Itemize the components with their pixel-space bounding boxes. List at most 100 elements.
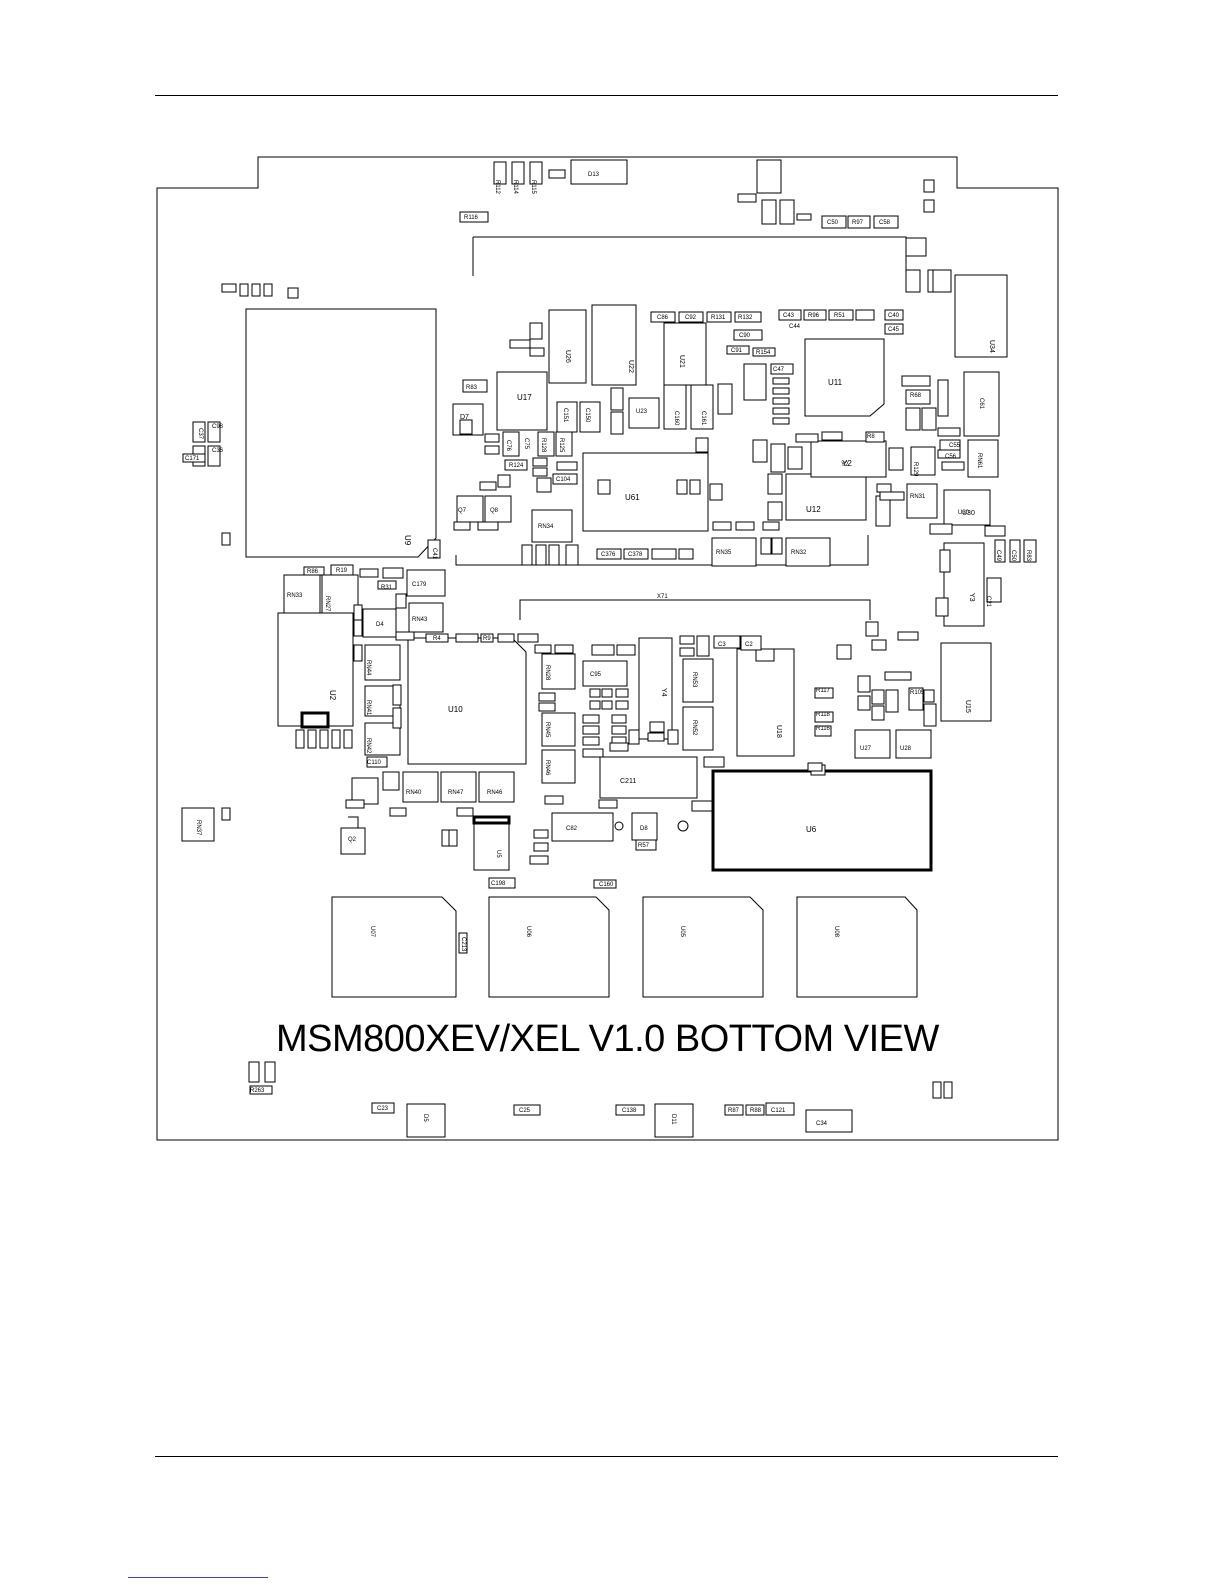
svg-text:C160: C160 [599, 882, 614, 888]
svg-text:U5: U5 [495, 850, 501, 858]
l1-inductor [756, 159, 782, 194]
svg-text:C3: C3 [718, 642, 726, 648]
svg-text:R83: R83 [466, 385, 478, 391]
svg-text:C82: C82 [566, 826, 578, 832]
svg-text:R114: R114 [512, 180, 518, 195]
svg-text:R112: R112 [494, 180, 500, 195]
c34-cap [805, 1109, 853, 1133]
svg-text:Y3: Y3 [968, 593, 975, 602]
u61-chip [582, 452, 709, 532]
svg-text:U05: U05 [679, 926, 685, 938]
svg-text:R9: R9 [483, 636, 491, 642]
svg-text:U6: U6 [806, 825, 817, 834]
svg-text:R96: R96 [808, 313, 820, 319]
svg-text:U2: U2 [328, 690, 337, 701]
svg-text:RN40: RN40 [406, 790, 422, 796]
svg-text:R87: R87 [728, 1108, 740, 1114]
svg-text:R125: R125 [558, 438, 564, 453]
svg-text:U06: U06 [525, 926, 531, 938]
svg-text:U08: U08 [833, 926, 839, 938]
svg-text:C21: C21 [985, 596, 991, 608]
svg-text:C90: C90 [739, 333, 751, 339]
svg-text:C36: C36 [212, 448, 224, 454]
c160-cap [663, 384, 687, 430]
svg-text:RN32: RN32 [791, 550, 807, 556]
svg-text:C34: C34 [816, 1121, 828, 1127]
svg-text:C25: C25 [519, 1108, 531, 1114]
svg-text:R8: R8 [867, 434, 875, 440]
svg-text:RN28: RN28 [544, 665, 550, 681]
svg-text:RN35: RN35 [716, 550, 732, 556]
svg-text:RN43: RN43 [412, 617, 428, 623]
svg-text:C161: C161 [700, 411, 706, 426]
inner-frame-lower [455, 535, 869, 566]
svg-text:RN53: RN53 [691, 672, 697, 688]
svg-text:Y2: Y2 [841, 462, 849, 468]
svg-text:C150: C150 [584, 408, 590, 423]
svg-text:X71: X71 [657, 594, 668, 600]
rn43-resistor-network [408, 602, 444, 633]
svg-text:U10: U10 [448, 705, 463, 714]
rn47-resistor-network [440, 771, 477, 803]
svg-text:C50: C50 [827, 220, 839, 226]
svg-text:U26: U26 [564, 350, 571, 363]
inner-frame-upper [472, 236, 907, 276]
u06-chip [488, 896, 610, 998]
svg-text:U22: U22 [627, 360, 634, 373]
svg-text:C2: C2 [745, 642, 753, 648]
svg-text:U07: U07 [369, 926, 375, 938]
svg-text:Q2: Q2 [348, 837, 357, 843]
svg-text:C171: C171 [185, 456, 200, 462]
svg-text:C58: C58 [879, 220, 891, 226]
svg-text:U9: U9 [403, 535, 412, 546]
u12-chip [785, 473, 867, 521]
c21-cap [986, 577, 1002, 603]
svg-text:RN31: RN31 [910, 494, 926, 500]
svg-text:U17: U17 [517, 393, 532, 402]
rn40-resistor-network [402, 771, 439, 803]
svg-text:D5: D5 [422, 1114, 428, 1122]
q7-transistor [456, 495, 484, 523]
svg-text:RN41: RN41 [365, 700, 371, 716]
svg-text:RN61: RN61 [976, 453, 982, 469]
svg-text:RN52: RN52 [691, 720, 697, 736]
svg-text:C41: C41 [431, 548, 437, 560]
component-labels: R112 R114 R115 D13 R116 C50 R97 C58 C86 … [185, 172, 1031, 1127]
u34-chip [954, 274, 1008, 358]
svg-text:C40: C40 [888, 313, 900, 319]
svg-text:R128: R128 [540, 438, 546, 453]
footer-link-underline[interactable] [128, 1577, 268, 1578]
svg-text:C160: C160 [673, 411, 679, 426]
svg-text:R51: R51 [834, 313, 846, 319]
svg-text:R116: R116 [816, 726, 831, 732]
svg-text:C213: C213 [460, 937, 466, 952]
svg-text:R117: R117 [816, 688, 831, 694]
svg-text:C56: C56 [945, 454, 957, 460]
u08-chip [796, 896, 918, 998]
rn33-resistor-network [283, 574, 321, 614]
svg-text:R68: R68 [910, 393, 922, 399]
svg-text:R263: R263 [250, 1088, 265, 1094]
c179-cap [406, 569, 446, 597]
u11-chip [804, 338, 885, 417]
svg-text:C50: C50 [1010, 550, 1016, 562]
c61-cap [963, 371, 1000, 437]
y3-crystal [943, 542, 985, 627]
svg-text:C378: C378 [628, 552, 643, 558]
diagram-title: MSM800XEV/XEL V1.0 BOTTOM VIEW [276, 1018, 939, 1060]
svg-text:U23: U23 [636, 409, 648, 415]
svg-text:RN46: RN46 [487, 790, 503, 796]
svg-text:R131: R131 [711, 315, 726, 321]
svg-text:U12: U12 [806, 505, 821, 514]
svg-text:R129: R129 [912, 462, 918, 477]
rn28-resistor-network [541, 653, 576, 690]
svg-text:U11: U11 [828, 378, 843, 387]
svg-text:R132: R132 [738, 315, 753, 321]
u22-chip [591, 304, 637, 386]
svg-text:U30: U30 [958, 510, 970, 516]
rn61-resistor-network [967, 439, 999, 478]
rn45-resistor-network [541, 712, 576, 747]
svg-text:C76: C76 [505, 440, 511, 452]
svg-text:R154: R154 [756, 350, 771, 356]
